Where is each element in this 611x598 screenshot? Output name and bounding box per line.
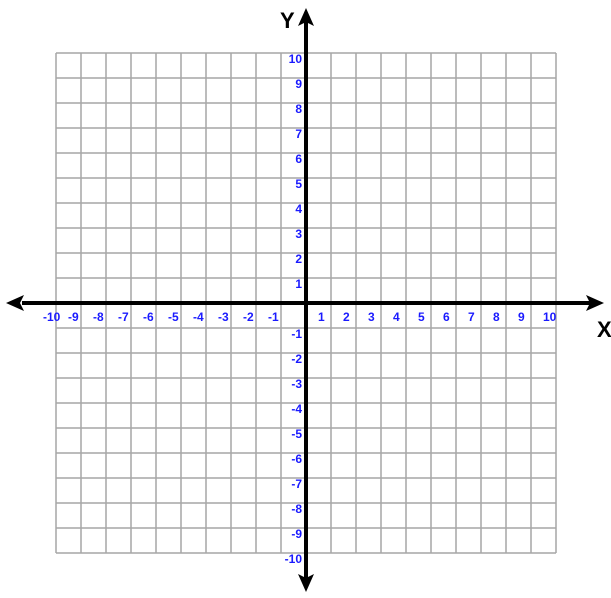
x-axis-arrow-left xyxy=(6,295,24,311)
y-tick-label: 2 xyxy=(295,252,302,266)
axes xyxy=(6,8,604,592)
x-tick-label: -4 xyxy=(193,310,204,324)
y-tick-label: 9 xyxy=(295,77,302,91)
x-tick-label: 1 xyxy=(318,310,325,324)
x-tick-label: 8 xyxy=(493,310,500,324)
x-axis-arrow-right xyxy=(586,295,604,311)
x-tick-label: -8 xyxy=(93,310,104,324)
y-tick-label: 6 xyxy=(295,152,302,166)
y-tick-label: -9 xyxy=(291,527,302,541)
x-axis-title: X xyxy=(597,317,611,342)
x-tick-label: 4 xyxy=(393,310,400,324)
y-tick-label: -6 xyxy=(291,452,302,466)
x-tick-label: -2 xyxy=(243,310,254,324)
y-tick-label: -5 xyxy=(291,427,302,441)
x-tick-label: -5 xyxy=(168,310,179,324)
y-tick-label: -4 xyxy=(291,402,302,416)
y-tick-label: -8 xyxy=(291,502,302,516)
x-tick-label: -10 xyxy=(43,310,61,324)
y-tick-label: 10 xyxy=(289,52,303,66)
y-tick-label: -3 xyxy=(291,377,302,391)
y-tick-label: -10 xyxy=(285,552,303,566)
x-tick-label: -9 xyxy=(68,310,79,324)
x-tick-label: -7 xyxy=(118,310,129,324)
y-tick-label: -7 xyxy=(291,477,302,491)
x-tick-label: 2 xyxy=(343,310,350,324)
y-axis-arrow-down xyxy=(298,574,314,592)
x-tick-label: 3 xyxy=(368,310,375,324)
x-tick-label: 10 xyxy=(543,310,557,324)
y-tick-label: 4 xyxy=(295,202,302,216)
x-tick-label: 9 xyxy=(518,310,525,324)
x-tick-label: -1 xyxy=(268,310,279,324)
y-tick-label: 7 xyxy=(295,127,302,141)
y-tick-label: 5 xyxy=(295,177,302,191)
x-tick-label: 5 xyxy=(418,310,425,324)
x-tick-label: 6 xyxy=(443,310,450,324)
y-tick-label: 3 xyxy=(295,227,302,241)
y-axis-arrow-up xyxy=(298,8,314,26)
y-tick-label: -1 xyxy=(291,327,302,341)
x-tick-label: -3 xyxy=(218,310,229,324)
y-tick-label: 8 xyxy=(295,102,302,116)
y-tick-labels: 10 9 8 7 6 5 4 3 2 1 -1 -2 -3 -4 -5 -6 -7 -8 -9 -10 xyxy=(285,52,303,566)
y-tick-label: -2 xyxy=(291,352,302,366)
x-tick-labels: -10 -9 -8 -7 -6 -5 -4 -3 -2 -1 1 2 3 4 5 6 7 8 9 10 xyxy=(43,310,557,324)
x-tick-label: 7 xyxy=(468,310,475,324)
y-axis-title: Y xyxy=(280,8,295,33)
y-tick-label: 1 xyxy=(295,277,302,291)
x-tick-label: -6 xyxy=(143,310,154,324)
